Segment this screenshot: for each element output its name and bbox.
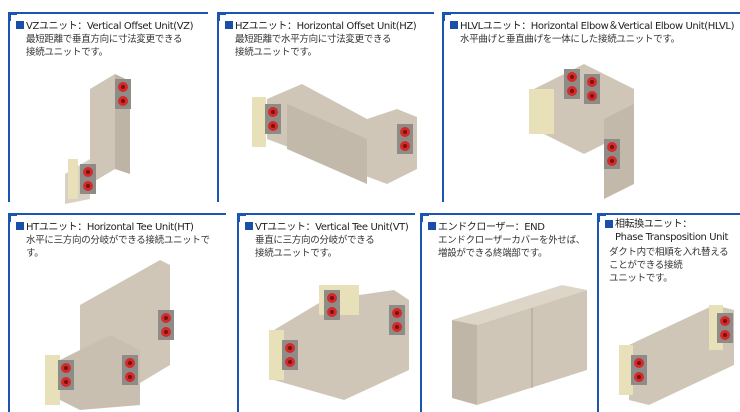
panel-description: ダクト内で相順を入れ替える ことができる接続 ユニットです。 [609, 247, 729, 284]
bullet-icon [450, 20, 458, 29]
panel-title: HZユニット：Horizontal Offset Unit(HZ) [235, 21, 417, 32]
panel-description: 最短距離で垂直方向に寸法変更できる 接続ユニットです。 [26, 34, 183, 58]
phase-transposition-illustration [619, 305, 734, 405]
panel-hz: HZユニット：Horizontal Offset Unit(HZ) 最短距離で水… [217, 12, 434, 202]
bullet-icon [605, 220, 613, 228]
panel-title: VZユニット：Vertical Offset Unit(VZ) [26, 21, 194, 32]
panel-title: VTユニット：Vertical Tee Unit(VT) [255, 222, 409, 233]
panel-description: 垂直に三方向の分岐ができる 接続ユニットです。 [255, 235, 375, 259]
hz-unit-illustration [252, 84, 417, 184]
panel-title: エンドクローザー：END [438, 222, 545, 233]
panel-description: 最短距離で水平方向に寸法変更できる 接続ユニットです。 [235, 34, 392, 58]
panel-description: エンドクローザーカバーを外せば、 増設ができる終端部です。 [438, 235, 586, 259]
panel-end: エンドクローザー：END エンドクローザーカバーを外せば、 増設ができる終端部で… [420, 213, 592, 412]
hlvl-unit-illustration [529, 64, 634, 199]
panel-vt: VTユニット：Vertical Tee Unit(VT) 垂直に三方向の分岐がで… [237, 213, 415, 412]
panel-hlvl: HLVLユニット：Horizontal Elbow＆Vertical Elbow… [442, 12, 740, 202]
bullet-icon [428, 221, 436, 230]
ht-unit-illustration [45, 260, 174, 410]
bullet-icon [16, 221, 24, 230]
panel-description: 水平に三方向の分岐ができる接続ユニットです。 [26, 235, 210, 259]
panel-ht: HTユニット：Horizontal Tee Unit(HT) 水平に三方向の分岐… [8, 213, 226, 412]
vt-unit-illustration [269, 285, 409, 400]
bullet-icon [225, 20, 233, 29]
vz-unit-illustration [65, 74, 131, 204]
bullet-icon [16, 20, 24, 29]
panel-title: HTユニット：Horizontal Tee Unit(HT) [26, 222, 194, 233]
panel-phase-transposition: 相転換ユニット： Phase Transposition Unit ダクト内で相… [597, 213, 740, 412]
bullet-icon [245, 221, 253, 230]
panel-description: 水平曲げと垂直曲げを一体にした接続ユニットです。 [460, 34, 680, 45]
panel-title: 相転換ユニット： Phase Transposition Unit [615, 219, 729, 243]
panel-title: HLVLユニット：Horizontal Elbow＆Vertical Elbow… [460, 21, 735, 32]
panel-vz: VZユニット：Vertical Offset Unit(VZ) 最短距離で垂直方… [8, 12, 208, 204]
end-closer-illustration [452, 285, 587, 405]
